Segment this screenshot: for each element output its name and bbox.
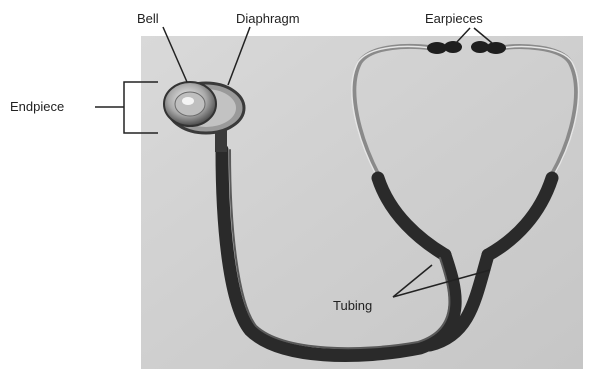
endpiece-label: Endpiece [10, 100, 64, 113]
bell-label: Bell [137, 12, 159, 25]
tubing-label: Tubing [333, 299, 372, 312]
earpieces-label: Earpieces [425, 12, 483, 25]
diaphragm-label: Diaphragm [236, 12, 300, 25]
